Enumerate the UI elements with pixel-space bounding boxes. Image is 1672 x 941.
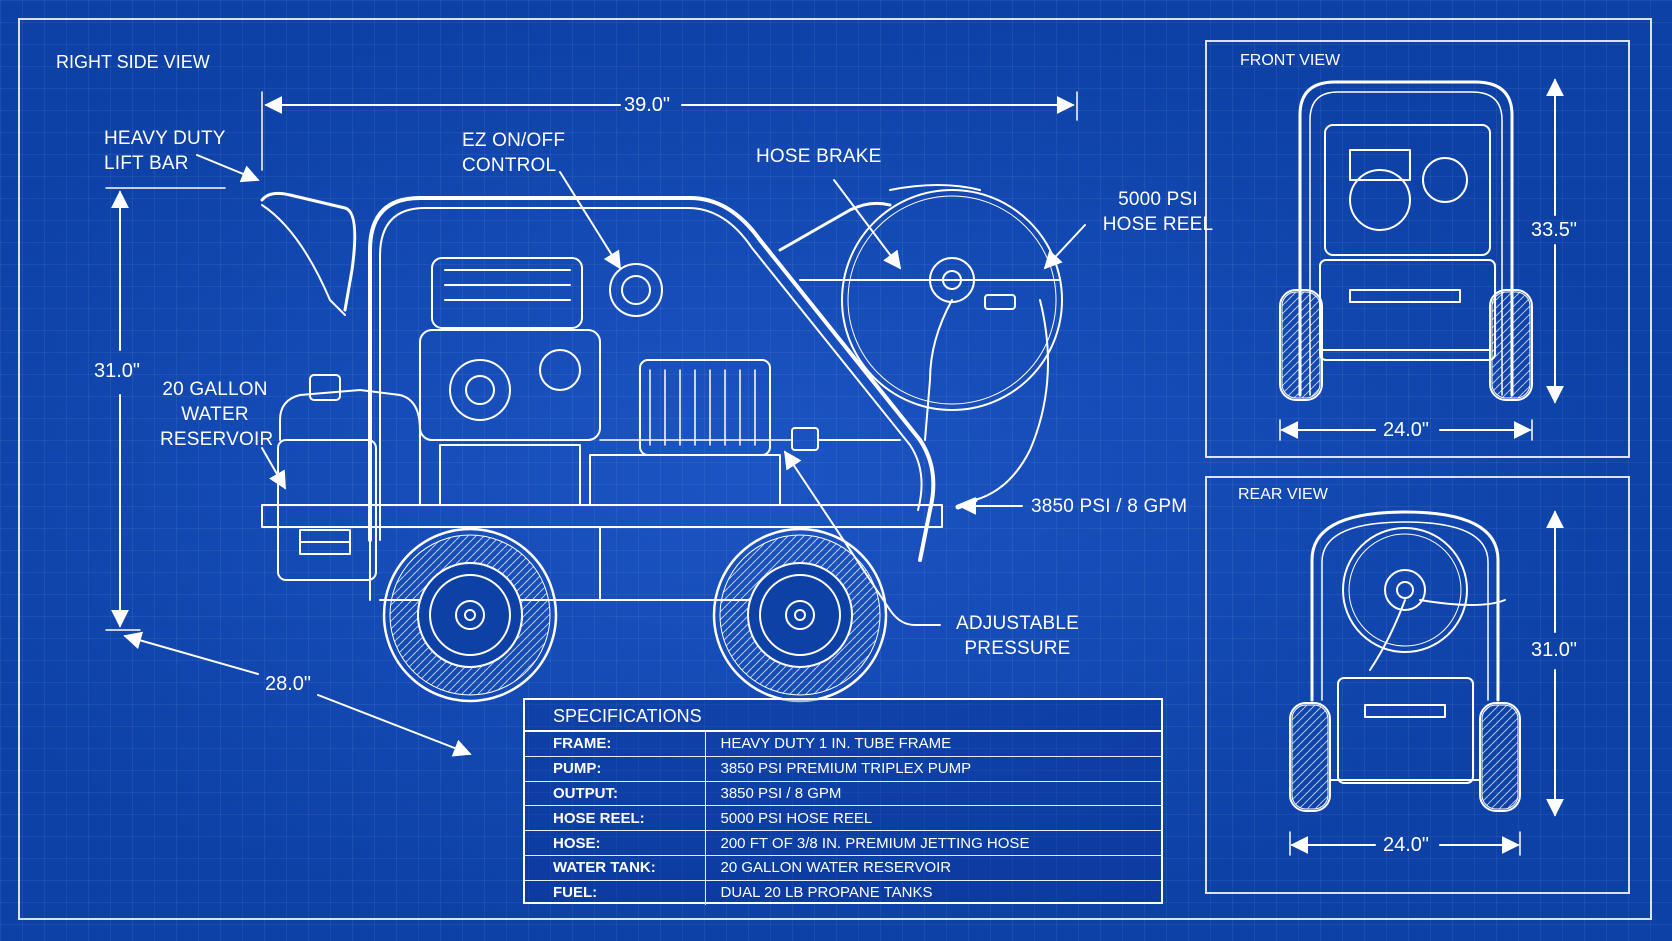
table-row: FUEL:DUAL 20 LB PROPANE TANKS [525, 879, 1161, 905]
table-row: FRAME:HEAVY DUTY 1 IN. TUBE FRAME [525, 732, 1161, 757]
adjustable-pressure-label: ADJUSTABLE PRESSURE [955, 613, 1080, 659]
water-reservoir-label: 20 GALLON WATER RESERVOIR [160, 379, 274, 450]
rear-height-dimension: 31.0" [1531, 639, 1578, 661]
hose-reel-label: 5000 PSI HOSE REEL [1102, 189, 1214, 235]
lift-bar-label: HEAVY DUTY LIFT BAR [104, 128, 226, 174]
rear-view-title: REAR VIEW [1238, 486, 1328, 503]
specifications-rows: FRAME:HEAVY DUTY 1 IN. TUBE FRAME PUMP:3… [525, 732, 1161, 905]
rear-view-panel [1205, 476, 1630, 894]
table-row: OUTPUT:3850 PSI / 8 GPM [525, 780, 1161, 806]
depth-dimension: 28.0" [265, 673, 312, 695]
rear-view-machine [1289, 510, 1564, 856]
length-dimension: 39.0" [624, 94, 671, 116]
callout-leaders [196, 154, 1086, 626]
front-view-panel [1205, 40, 1630, 458]
side-view-machine [260, 184, 1063, 703]
table-row: HOSE REEL:5000 PSI HOSE REEL [525, 805, 1161, 831]
depth-dimension-line [123, 631, 472, 757]
specifications-table: SPECIFICATIONS FRAME:HEAVY DUTY 1 IN. TU… [523, 698, 1163, 905]
side-view-title: RIGHT SIDE VIEW [56, 52, 210, 72]
ez-control-label: EZ ON/OFF CONTROL [462, 130, 566, 176]
hose-brake-label: HOSE BRAKE [756, 146, 882, 167]
table-row: HOSE:200 FT OF 3/8 IN. PREMIUM JETTING H… [525, 830, 1161, 856]
front-width-dimension: 24.0" [1383, 419, 1430, 441]
front-height-dimension: 33.5" [1531, 219, 1578, 241]
table-row: WATER TANK:20 GALLON WATER RESERVOIR [525, 854, 1161, 881]
specifications-title: SPECIFICATIONS [525, 700, 1161, 732]
table-row: PUMP:3850 PSI PREMIUM TRIPLEX PUMP [525, 755, 1161, 782]
length-dimension-line [261, 91, 1078, 171]
height-dimension-line [105, 187, 226, 631]
front-view-machine [1279, 78, 1564, 441]
output-label: 3850 PSI / 8 GPM [1031, 496, 1188, 517]
front-view-title: FRONT VIEW [1240, 52, 1341, 69]
height-dimension: 31.0" [94, 360, 141, 382]
rear-width-dimension: 24.0" [1383, 834, 1430, 856]
outer-border [18, 18, 1652, 920]
